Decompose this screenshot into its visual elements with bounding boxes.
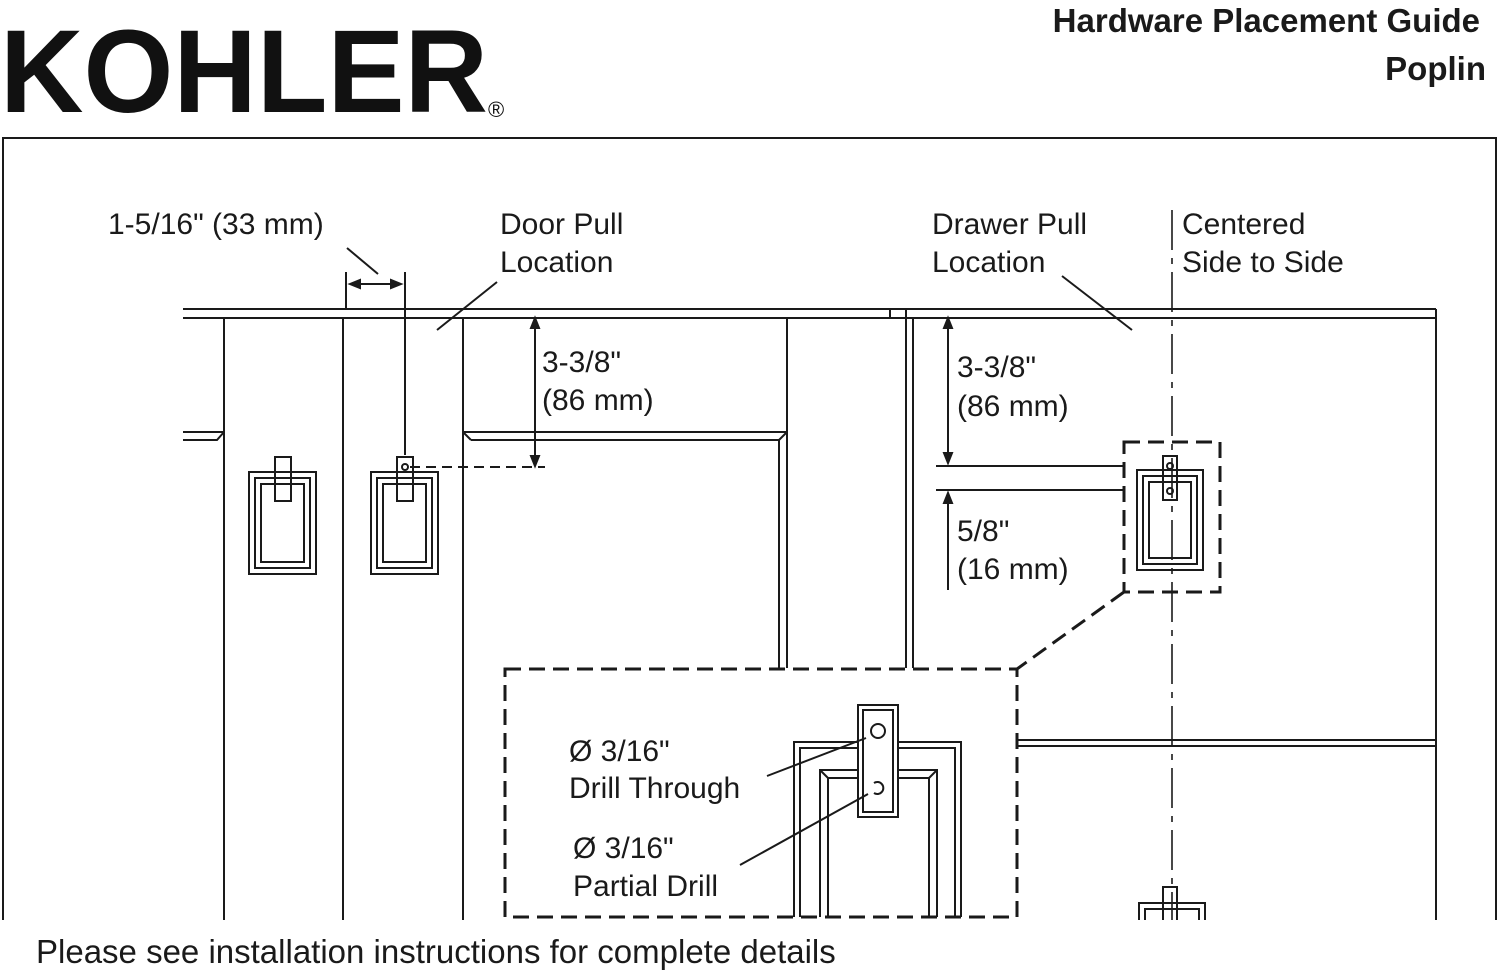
drawer-height-label: 3-3/8" [957, 351, 1036, 384]
drawer-pull [1136, 455, 1204, 571]
partial-drill-label: Ø 3/16" [573, 832, 674, 865]
cabinet-stile [223, 318, 464, 920]
drawer-pull-label-2: Location [932, 246, 1045, 279]
door-offset-label: 1-5/16" (33 mm) [108, 208, 324, 241]
kohler-wordmark: KOHLER [0, 6, 488, 120]
drill-through-hole [870, 723, 886, 739]
door-height-label: 3-3/8" [542, 346, 621, 379]
countertop-edge [183, 308, 1436, 319]
detail-callout-small [1122, 440, 1222, 594]
drawer-pull-label: Drawer Pull [932, 208, 1087, 241]
product-name: Poplin [1385, 50, 1486, 87]
drawer-height-label-2: (86 mm) [957, 390, 1069, 423]
centered-label-2: Side to Side [1182, 246, 1344, 279]
door-height-label-2: (86 mm) [542, 384, 654, 417]
drill-through-label: Ø 3/16" [569, 735, 670, 768]
door-pull-label-2: Location [500, 246, 613, 279]
diagram-border [2, 137, 1497, 920]
registered-mark: ® [488, 97, 504, 120]
detail-callout-large [503, 667, 1019, 919]
drawer-spacing-label-2: (16 mm) [957, 553, 1069, 586]
partial-drill-label-2: Partial Drill [573, 870, 718, 903]
partial-drill-hole [873, 781, 885, 795]
detail-pull [793, 704, 962, 917]
guide-title: Hardware Placement Guide [1052, 2, 1480, 39]
footer-note: Please see installation instructions for… [36, 933, 836, 970]
drawer-spacing-label: 5/8" [957, 515, 1009, 548]
door-pull-left [248, 456, 317, 575]
door-pull-label: Door Pull [500, 208, 623, 241]
door-pull-right [370, 456, 439, 575]
drill-through-label-2: Drill Through [569, 772, 740, 805]
kohler-logo: KOHLER ® [0, 6, 504, 120]
centered-label: Centered [1182, 208, 1305, 241]
